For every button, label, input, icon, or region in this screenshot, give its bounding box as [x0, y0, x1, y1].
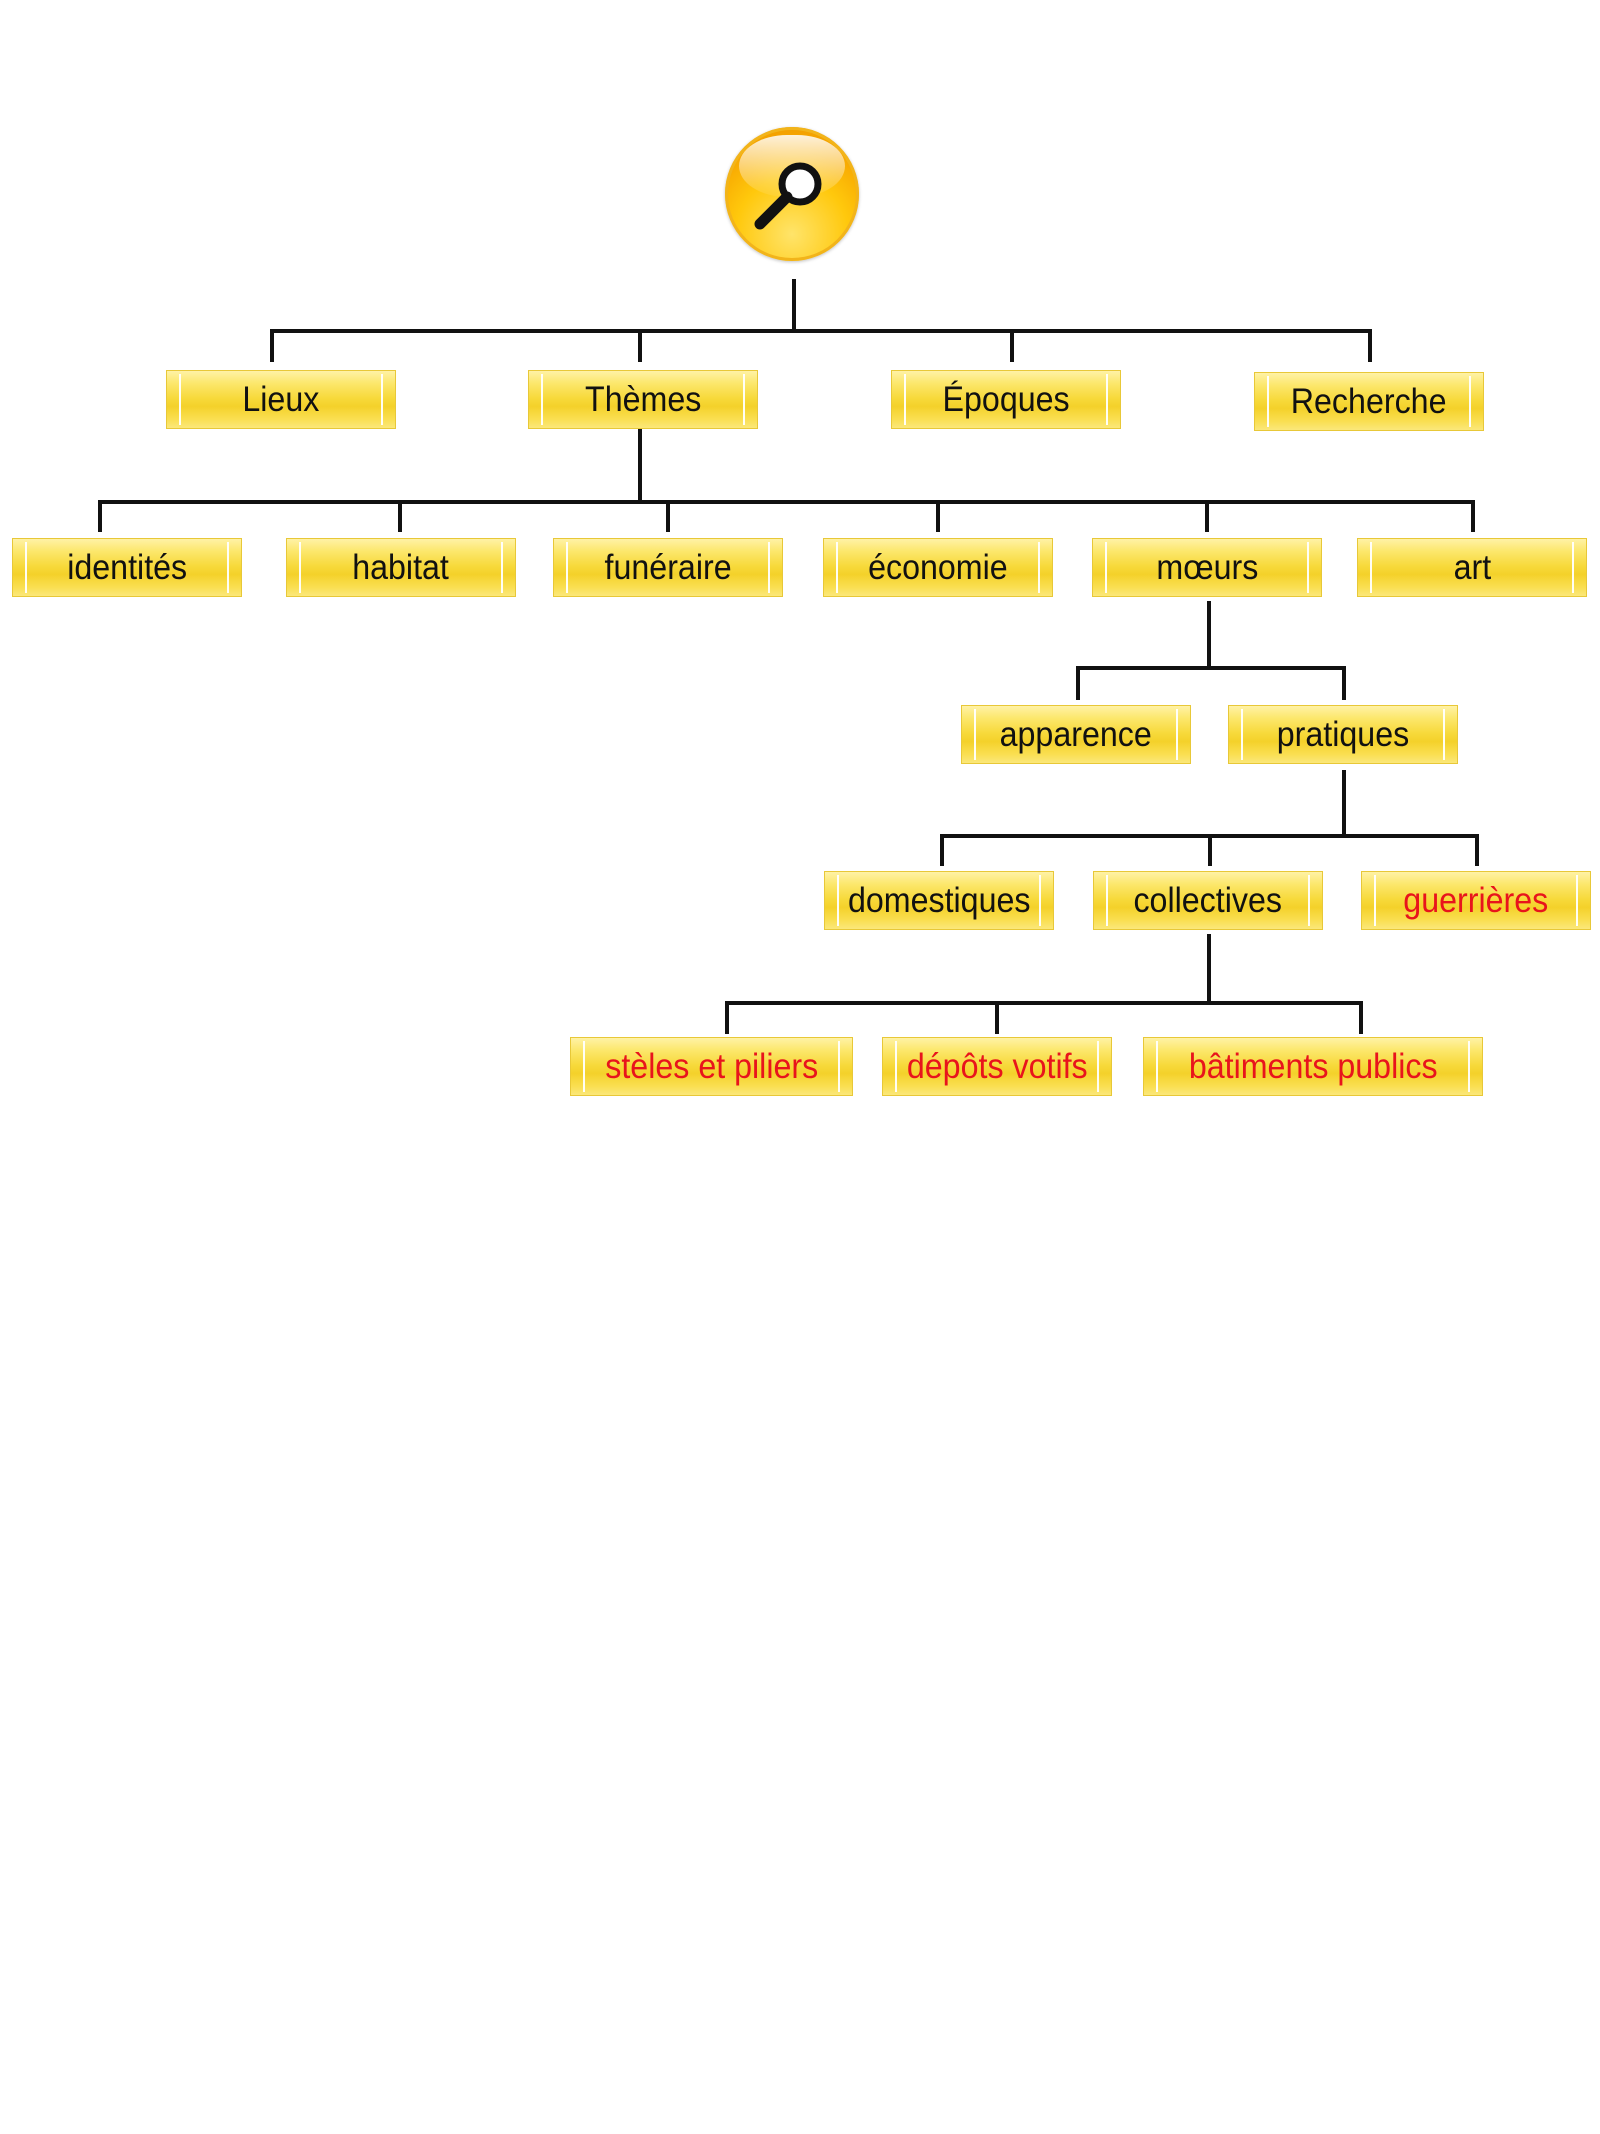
- node-label: pratiques: [1276, 714, 1410, 754]
- node-depots-votifs[interactable]: dépôts votifs: [882, 1037, 1112, 1096]
- node-themes[interactable]: Thèmes: [528, 370, 758, 429]
- node-label: dépôts votifs: [906, 1046, 1088, 1086]
- node-pratiques[interactable]: pratiques: [1228, 705, 1458, 764]
- node-label: habitat: [352, 547, 450, 587]
- node-label: art: [1453, 547, 1491, 587]
- node-moeurs[interactable]: mœurs: [1092, 538, 1322, 597]
- node-steles-et-piliers[interactable]: stèles et piliers: [570, 1037, 853, 1096]
- node-label: funéraire: [604, 547, 732, 587]
- node-label: guerrières: [1403, 880, 1549, 920]
- node-habitat[interactable]: habitat: [286, 538, 516, 597]
- node-label: collectives: [1133, 880, 1283, 920]
- node-label: Époques: [942, 379, 1070, 419]
- node-identites[interactable]: identités: [12, 538, 242, 597]
- node-label: Lieux: [242, 379, 320, 419]
- node-label: économie: [868, 547, 1008, 587]
- search-root-button[interactable]: [725, 127, 859, 261]
- node-label: Thèmes: [584, 379, 702, 419]
- node-label: apparence: [999, 714, 1153, 754]
- node-epoques[interactable]: Époques: [891, 370, 1121, 429]
- node-art[interactable]: art: [1357, 538, 1587, 597]
- node-lieux[interactable]: Lieux: [166, 370, 396, 429]
- node-label: stèles et piliers: [605, 1046, 818, 1086]
- node-label: Recherche: [1291, 381, 1447, 421]
- node-funeraire[interactable]: funéraire: [553, 538, 783, 597]
- node-label: identités: [67, 547, 187, 587]
- node-apparence[interactable]: apparence: [961, 705, 1191, 764]
- search-icon: [754, 162, 822, 230]
- node-label: domestiques: [847, 880, 1031, 920]
- node-batiments-publics[interactable]: bâtiments publics: [1143, 1037, 1483, 1096]
- node-label: bâtiments publics: [1188, 1046, 1438, 1086]
- node-guerrieres[interactable]: guerrières: [1361, 871, 1591, 930]
- node-label: mœurs: [1156, 547, 1258, 587]
- node-collectives[interactable]: collectives: [1093, 871, 1323, 930]
- node-economie[interactable]: économie: [823, 538, 1053, 597]
- node-recherche[interactable]: Recherche: [1254, 372, 1484, 431]
- node-domestiques[interactable]: domestiques: [824, 871, 1054, 930]
